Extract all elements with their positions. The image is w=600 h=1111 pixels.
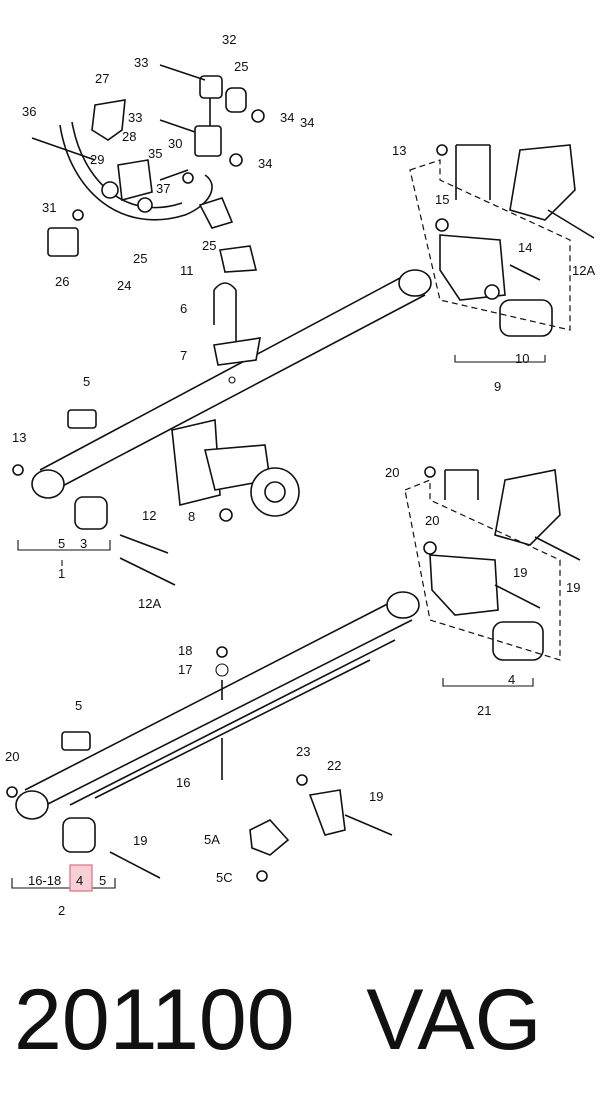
- label-15: 15: [435, 192, 449, 207]
- label-20: 20: [425, 513, 439, 528]
- label-25: 25: [202, 238, 216, 253]
- label-26: 26: [55, 274, 69, 289]
- label-34: 34: [280, 110, 294, 125]
- caption-code: 201100: [14, 972, 295, 1068]
- label-5: 5: [83, 374, 90, 389]
- label-34: 34: [300, 115, 314, 130]
- diagram-caption: 201100 VAG: [14, 965, 594, 1075]
- label-20: 20: [5, 749, 19, 764]
- label-16-18: 16-18: [28, 873, 61, 888]
- caption-brand: VAG: [366, 972, 542, 1068]
- label-6: 6: [180, 301, 187, 316]
- label-25: 25: [133, 251, 147, 266]
- label-25: 25: [234, 59, 248, 74]
- label-29: 29: [90, 152, 104, 167]
- label-31: 31: [42, 200, 56, 215]
- label-1: 1: [58, 566, 65, 581]
- label-19: 19: [133, 833, 147, 848]
- part-4-highlight: [69, 864, 93, 892]
- label-13: 13: [12, 430, 26, 445]
- leaf-spring-upper: [12, 269, 432, 586]
- label-19: 19: [566, 580, 580, 595]
- label-32: 32: [222, 32, 236, 47]
- label-2: 2: [58, 903, 65, 918]
- label-8: 8: [188, 509, 195, 524]
- label-19: 19: [513, 565, 527, 580]
- label-35: 35: [148, 146, 162, 161]
- label-7: 7: [180, 348, 187, 363]
- label-27: 27: [95, 71, 109, 86]
- label-10: 10: [515, 351, 529, 366]
- stabilizer-assembly: [31, 64, 265, 273]
- label-34: 34: [258, 156, 272, 171]
- label-19: 19: [369, 789, 383, 804]
- label-18: 18: [178, 643, 192, 658]
- label-20: 20: [385, 465, 399, 480]
- label-5: 5: [58, 536, 65, 551]
- label-17: 17: [178, 662, 192, 677]
- label-33: 33: [128, 110, 142, 125]
- label-11: 11: [180, 263, 194, 278]
- label-33: 33: [134, 55, 148, 70]
- label-16: 16: [176, 775, 190, 790]
- label-37: 37: [156, 181, 170, 196]
- label-3: 3: [80, 536, 87, 551]
- label-12A: 12A: [138, 596, 161, 611]
- label-5C: 5C: [216, 870, 233, 885]
- label-22: 22: [327, 758, 341, 773]
- label-28: 28: [122, 129, 136, 144]
- label-12: 12: [142, 508, 156, 523]
- label-5: 5: [75, 698, 82, 713]
- part-labels: 32 33 25 34 27 33 34 36 28 35 30 29 37 3…: [5, 32, 595, 918]
- label-4-highlighted: 4: [76, 873, 83, 888]
- label-12A: 12A: [572, 263, 595, 278]
- label-5: 5: [99, 873, 106, 888]
- label-24: 24: [117, 278, 131, 293]
- label-5A: 5A: [204, 832, 220, 847]
- label-14: 14: [518, 240, 532, 255]
- label-23: 23: [296, 744, 310, 759]
- label-36: 36: [22, 104, 36, 119]
- rear-mount-assembly: [404, 466, 581, 687]
- front-mount-assembly: [409, 144, 595, 363]
- label-21: 21: [477, 703, 491, 718]
- label-4: 4: [508, 672, 515, 687]
- label-9: 9: [494, 379, 501, 394]
- label-30: 30: [168, 136, 182, 151]
- label-13: 13: [392, 143, 406, 158]
- leaf-spring-lower: [6, 409, 420, 889]
